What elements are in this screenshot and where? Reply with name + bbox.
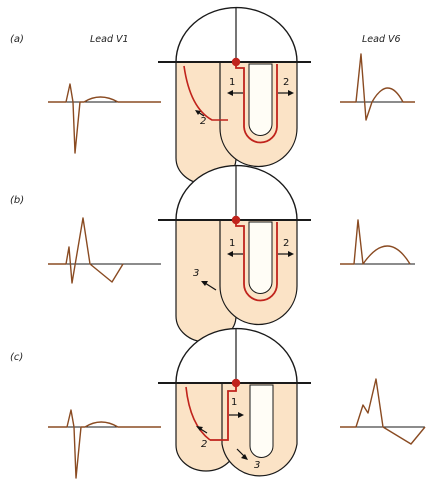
arrow-label-2: 2: [283, 238, 289, 249]
arrow-1-left-icon: [227, 90, 243, 96]
panel-a-v6-trace: [340, 53, 415, 121]
waveform: [340, 53, 415, 121]
left-bundle-branch: [185, 386, 211, 441]
panel-b-label: (b): [10, 195, 24, 206]
waveform: [48, 217, 124, 284]
av-node: [231, 215, 241, 225]
arrow-2-septal-icon: [196, 426, 208, 434]
ventricle-cavity: [249, 384, 274, 458]
ventricle-cavity: [248, 63, 273, 136]
lead-v6-heading: Lead V6: [362, 34, 401, 45]
waveform: [340, 219, 411, 265]
arrow-label-2: 2: [283, 77, 289, 88]
arrow-label-1: 1: [229, 77, 235, 88]
left-bundle-branch: [183, 65, 228, 121]
arrow-1-right-icon: [229, 412, 244, 418]
arrow-3-apex-icon: [236, 448, 248, 460]
arrow-label-3: 3: [254, 460, 260, 471]
arrow-label-1: 1: [229, 238, 235, 249]
waveform: [48, 409, 161, 479]
panel-b-v1-trace: [48, 217, 161, 284]
waveform: [48, 83, 161, 154]
panel-c-heart: 1 2 3: [158, 327, 311, 477]
panel-c-v6-trace: [340, 378, 426, 445]
av-node: [231, 57, 241, 67]
panel-a: (a) 1 2: [10, 6, 415, 185]
conduction-bundle: [210, 383, 237, 441]
panel-a-label: (a): [10, 34, 24, 45]
conduction-bundle: [235, 220, 278, 302]
panel-a-heart: 1 2 2: [158, 6, 311, 185]
av-node: [231, 378, 241, 388]
panel-c-v1-trace: [48, 409, 161, 479]
panel-a-v1-trace: [48, 83, 161, 154]
lead-v1-heading: Lead V1: [90, 34, 129, 45]
arrow-label-1: 1: [231, 397, 237, 408]
arrow-1-left-icon: [227, 251, 243, 257]
conduction-bundle: [235, 62, 278, 144]
panel-b: (b) 1 2: [10, 164, 415, 343]
arrow-label-2: 2: [201, 439, 207, 450]
arrow-label-3: 2: [200, 116, 206, 127]
arrow-3-septal-icon: [195, 110, 205, 117]
ventricle-cavity: [248, 221, 273, 294]
arrow-3-septal-icon: [201, 281, 217, 291]
waveform: [340, 378, 426, 445]
panel-b-v6-trace: [340, 219, 415, 265]
panel-b-heart: 1 2 3: [158, 164, 311, 343]
arrow-2-right-icon: [278, 90, 294, 96]
arrow-label-3: 3: [193, 268, 199, 279]
panel-c: (c) 1 2: [10, 327, 426, 479]
panel-c-label: (c): [10, 352, 23, 363]
arrow-2-right-icon: [278, 251, 294, 257]
